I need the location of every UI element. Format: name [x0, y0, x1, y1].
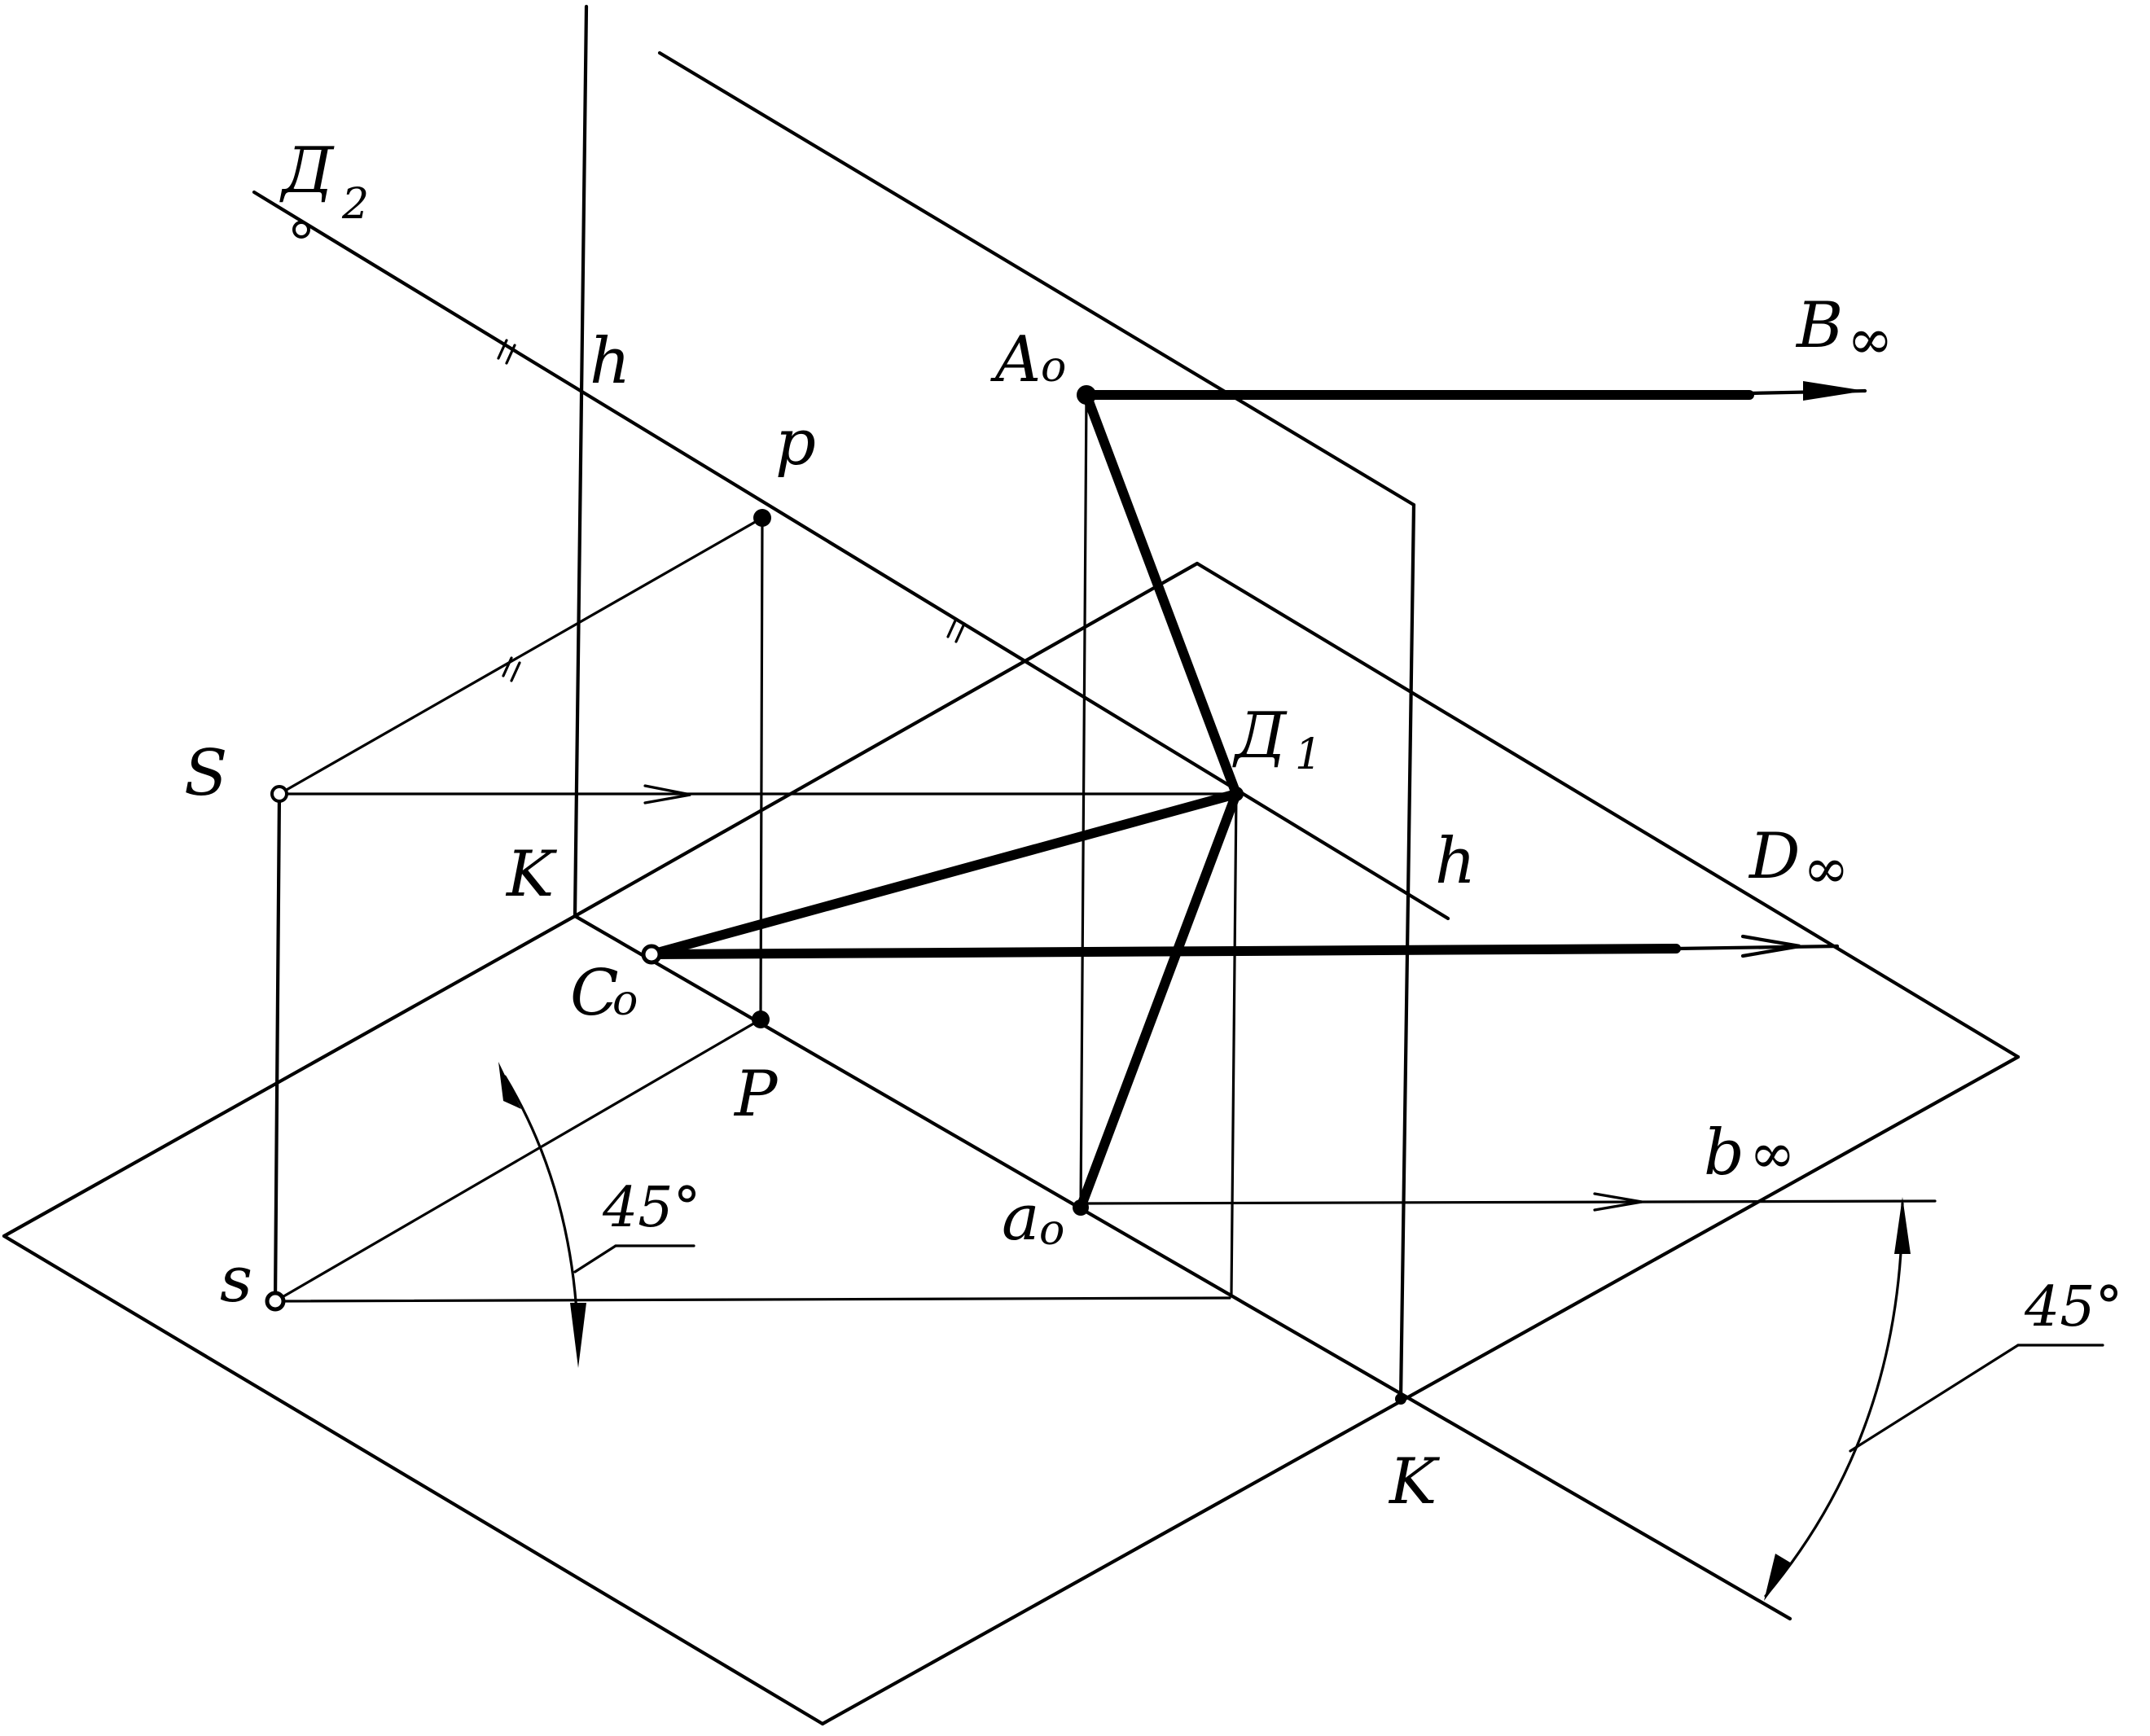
arc-left-arrow-top: [498, 1062, 521, 1109]
picture-plane: [573, 4, 1792, 1621]
point-P: [752, 1010, 770, 1028]
ground-plane: [2, 561, 2021, 1726]
label-p: p: [775, 406, 816, 480]
line-D1-vertical: [1230, 792, 1238, 1296]
tick-upper-1: [497, 339, 508, 360]
label-C0-sub: o: [612, 976, 638, 1025]
arrow-S-D1: [643, 784, 691, 804]
label-C0: C: [570, 957, 619, 1030]
point-D2: [292, 221, 310, 239]
label-angle-right: 45°: [2024, 1275, 2123, 1339]
arc-right-arrow-bottom: [1764, 1554, 1792, 1601]
picture-plane-top-edge: [657, 50, 1416, 507]
label-D1: Д: [1232, 699, 1288, 773]
label-A0-sub: o: [1041, 343, 1066, 392]
line-p-P: [759, 516, 764, 1021]
angle-arc-right: [1764, 1197, 2104, 1601]
point-a0: [1073, 1199, 1089, 1216]
horizon-line: [252, 190, 1450, 921]
label-B-inf: B: [1795, 289, 1843, 362]
constructed-figure: [647, 381, 1867, 1212]
label-D-inf: D: [1748, 820, 1801, 893]
label-a0: a: [1002, 1181, 1040, 1255]
line-A0-a0: [1079, 393, 1088, 1209]
points: [265, 221, 1406, 1405]
ground-edge-left-back: [2, 914, 577, 1238]
label-D2: Д: [279, 134, 335, 208]
labels: Д 2 h A o B ∞ p Д 1 S K h D ∞ C o P b ∞ …: [184, 134, 2123, 1519]
point-K: [1395, 1393, 1406, 1405]
arc-right-arrow-top: [1894, 1197, 1911, 1254]
tick-lower-1: [946, 617, 958, 638]
point-S: [270, 785, 288, 803]
label-K-bottom: K: [1388, 1445, 1441, 1519]
arrow-a0-b-inf: [1593, 1192, 1643, 1212]
arrow-B-inf: [1803, 381, 1865, 401]
label-angle-left: 45°: [602, 1176, 701, 1240]
tick-upper-2: [505, 344, 516, 365]
line-C0-D-inf: [647, 944, 1681, 959]
label-a0-sub: o: [1039, 1206, 1064, 1255]
line-C0-D1: [647, 789, 1241, 959]
line-a0-b-inf: [1079, 1199, 1937, 1205]
point-p: [753, 509, 771, 527]
label-D1-sub: 1: [1295, 730, 1322, 779]
ground-edge-left-front: [2, 1234, 825, 1726]
picture-plane-base-kk: [573, 914, 1792, 1621]
tick-sp-2: [510, 661, 521, 682]
label-S: S: [184, 737, 227, 810]
arc-right: [1764, 1202, 1904, 1598]
point-C0: [641, 944, 662, 965]
label-h-top: h: [590, 325, 630, 398]
label-b-inf-sub: ∞: [1749, 1122, 1796, 1186]
arc-left: [503, 1075, 580, 1353]
point-D1: [1229, 787, 1244, 801]
line-s-horizontal: [274, 1296, 1231, 1303]
ground-edge-right: [1195, 561, 2021, 1059]
label-P: P: [733, 1058, 779, 1131]
label-B-inf-sub: ∞: [1847, 308, 1893, 372]
tick-lower-2: [954, 622, 966, 643]
line-S-s: [273, 791, 282, 1304]
angle-right-leader: [1849, 1344, 2020, 1453]
arc-left-arrow-bottom: [570, 1303, 586, 1368]
line-a0-D1: [1076, 789, 1241, 1212]
label-K-left: K: [505, 838, 558, 911]
line-S-p: [278, 516, 764, 796]
picture-plane-left-edge: [573, 4, 589, 918]
point-s: [265, 1291, 286, 1312]
label-A0: A: [990, 323, 1041, 397]
angle-arc-left: [498, 1062, 695, 1368]
label-D2-sub: 2: [341, 180, 369, 229]
arrow-D-inf: [1740, 934, 1801, 958]
construction-lines: [273, 393, 1937, 1304]
label-h-right: h: [1435, 825, 1476, 898]
point-A0: [1077, 385, 1096, 405]
ground-edge-front-right: [820, 1054, 2021, 1726]
line-C0-D-inf-arrow-tail: [1674, 944, 1840, 951]
label-s: s: [220, 1243, 252, 1317]
line-s-P: [274, 1018, 762, 1303]
line-A0-D1: [1082, 390, 1241, 799]
label-b-inf: b: [1704, 1116, 1744, 1190]
label-D-inf-sub: ∞: [1803, 837, 1849, 901]
ground-edge-back: [573, 561, 1200, 918]
angle-left-leader: [573, 1244, 617, 1274]
